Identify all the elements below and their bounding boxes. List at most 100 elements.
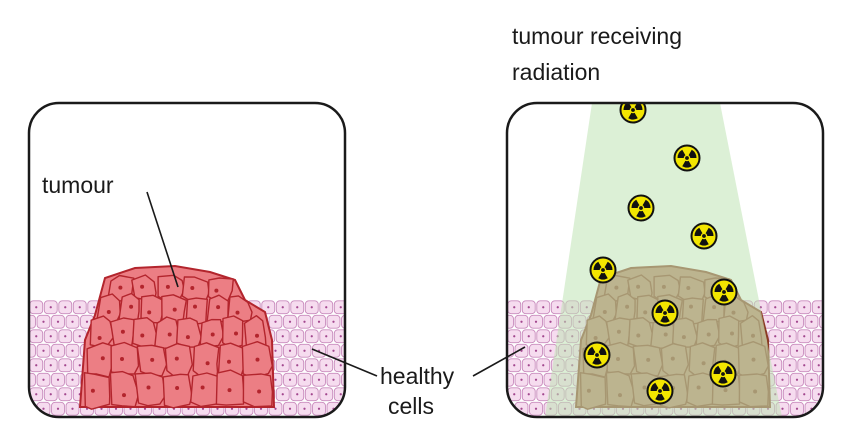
cell-nucleus [214, 288, 219, 293]
cell-nucleus [803, 422, 805, 424]
cell-nucleus [788, 335, 791, 338]
healthy-cell [29, 343, 36, 358]
cell-nucleus [571, 422, 573, 424]
cell-nucleus [140, 333, 145, 338]
cell-nucleus [781, 349, 784, 352]
healthy-cell [811, 416, 823, 417]
healthy-cell [507, 343, 514, 358]
healthy-cell [290, 416, 305, 417]
cell-nucleus [79, 422, 81, 424]
cell-nucleus [180, 422, 182, 424]
cell-nucleus [209, 422, 211, 424]
cell-nucleus [90, 388, 95, 393]
healthy-cell [203, 416, 218, 417]
cell-nucleus [534, 349, 538, 352]
cell-nucleus [100, 356, 105, 361]
radiation-trefoil-icon [627, 194, 655, 222]
cell-nucleus [129, 304, 134, 309]
tumour-cell [215, 369, 245, 406]
cell-nucleus [347, 379, 349, 381]
cell-nucleus [542, 422, 544, 424]
cell-nucleus [513, 393, 516, 396]
cell-nucleus [245, 407, 248, 410]
cell-nucleus [185, 335, 190, 340]
cell-nucleus [274, 407, 277, 410]
cell-nucleus [49, 364, 52, 367]
cell-nucleus [789, 422, 791, 424]
cell-nucleus [339, 335, 342, 338]
cell-nucleus [172, 307, 177, 312]
cell-nucleus [281, 306, 284, 309]
cell-nucleus [35, 364, 38, 367]
cell-nucleus [810, 349, 813, 352]
healthy-cell [507, 314, 514, 329]
healthy-cell [608, 416, 623, 417]
radiation-trefoil-icon [589, 256, 617, 284]
cell-nucleus [120, 329, 125, 334]
cell-nucleus [56, 320, 60, 323]
healthy-label-line-2: cells [388, 393, 434, 419]
cell-nucleus [267, 422, 269, 424]
cell-nucleus [774, 335, 777, 338]
healthy-cell [565, 416, 580, 417]
cell-nucleus [238, 422, 240, 424]
cell-nucleus [745, 422, 747, 424]
cell-nucleus [71, 407, 74, 410]
healthy-cell [341, 314, 345, 329]
cell-nucleus [325, 364, 328, 367]
cell-nucleus [230, 407, 234, 410]
cell-nucleus [527, 364, 530, 367]
healthy-cell [536, 416, 551, 417]
cell-nucleus [339, 306, 342, 309]
cell-nucleus [274, 320, 277, 323]
healthy-cell [101, 416, 116, 417]
cell-nucleus [71, 349, 74, 352]
cell-nucleus [557, 422, 559, 424]
cell-nucleus [781, 407, 784, 410]
cell-nucleus [56, 407, 60, 410]
tumour-cell [118, 292, 140, 322]
cell-nucleus [325, 306, 328, 309]
cell-nucleus [600, 422, 602, 424]
healthy-cell [594, 416, 609, 417]
cell-nucleus [534, 320, 538, 323]
cell-nucleus [347, 321, 349, 323]
cell-nucleus [556, 306, 559, 309]
title-line-2: radiation [512, 59, 600, 85]
cell-nucleus [120, 357, 124, 361]
tumour-cell [162, 373, 193, 409]
tumour-cells [83, 274, 274, 410]
cell-nucleus [151, 422, 153, 424]
healthy-cell [768, 416, 783, 417]
cell-nucleus [507, 407, 509, 410]
cell-nucleus [311, 422, 313, 424]
cell-nucleus [817, 393, 820, 396]
cell-nucleus [122, 393, 126, 398]
cell-nucleus [788, 364, 791, 367]
healthy-cell [341, 343, 345, 358]
cell-nucleus [78, 335, 81, 338]
cell-nucleus [296, 393, 299, 396]
healthy-cell [695, 416, 710, 417]
cell-nucleus [310, 306, 313, 309]
healthy-cell [666, 416, 681, 417]
cell-nucleus [766, 320, 770, 323]
healthy-cell [333, 416, 345, 417]
cell-nucleus [803, 364, 806, 367]
cell-nucleus [527, 393, 530, 396]
healthy-cell [507, 416, 522, 417]
healthy-cell [116, 416, 131, 417]
cell-nucleus [332, 320, 335, 323]
cell-nucleus [97, 336, 102, 340]
cell-nucleus [549, 320, 552, 323]
cell-nucleus [781, 378, 784, 381]
healthy-cell [130, 416, 145, 417]
cell-nucleus [303, 349, 306, 352]
cell-nucleus [731, 422, 733, 424]
cell-nucleus [317, 407, 321, 410]
healthy-cell [681, 416, 696, 417]
title-line-1: tumour receiving [512, 23, 682, 49]
tumour-cell [86, 342, 114, 378]
tumour-cell [221, 315, 244, 350]
healthy-cell [87, 416, 102, 417]
